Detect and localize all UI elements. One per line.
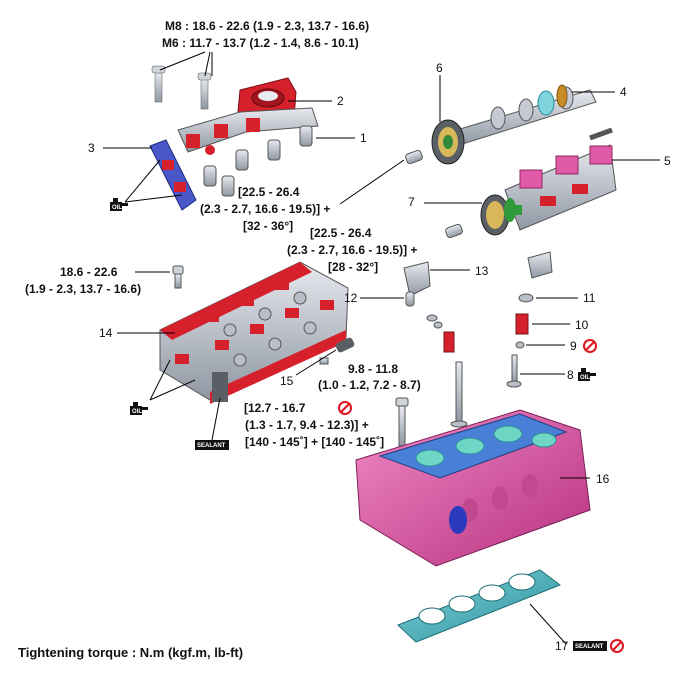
footer-tightening-torque: Tightening torque : N.m (kgf.m, lb-ft) — [18, 645, 243, 660]
sealant-tube-icon: SEALANT — [195, 440, 229, 450]
callout-3: 3 — [88, 141, 95, 155]
part-4-sensor-wheel — [556, 84, 568, 108]
no-reuse-icon — [583, 339, 597, 353]
torque-m8-text: M8 : 18.6 - 22.6 (1.9 - 2.3, 13.7 - 16.6… — [165, 19, 369, 33]
part-17-head-gasket — [397, 569, 562, 643]
callout-14: 14 — [99, 326, 113, 340]
callout-7: 7 — [408, 195, 415, 209]
callout-9: 9 — [570, 339, 577, 353]
torque-carrier-bolt-line2: (1.9 - 2.3, 13.7 - 16.6) — [25, 282, 141, 296]
part-16-cylinder-head — [355, 409, 591, 567]
part-rocker-right — [527, 251, 553, 279]
part-11-retainer — [518, 293, 534, 303]
svg-text:SEALANT: SEALANT — [197, 443, 226, 449]
callout-1: 1 — [360, 131, 367, 145]
oil-can-icon: OIL — [110, 198, 128, 211]
part-14-cam-carrier — [159, 261, 349, 404]
torque-head-bolt-line1: [12.7 - 16.7 — [244, 401, 306, 415]
no-reuse-icon — [610, 639, 624, 653]
part-3-bearing-cap-blue — [149, 139, 197, 211]
svg-text:SEALANT: SEALANT — [575, 644, 604, 650]
callout-10: 10 — [575, 318, 589, 332]
part-13-rocker-arm — [403, 261, 431, 297]
callout-5: 5 — [664, 154, 671, 168]
torque-sprocket-2-line2: (2.3 - 2.7, 16.6 - 19.5)] + — [287, 243, 417, 257]
callout-16: 16 — [596, 472, 610, 486]
cylinder-head-bolt — [395, 397, 409, 447]
svg-text:OIL: OIL — [580, 375, 590, 381]
torque-head-bolt-line3: [140 - 145˚] + [140 - 145˚] — [245, 435, 384, 449]
sprocket-bolt-upper — [405, 149, 423, 165]
part-8-valve — [506, 354, 522, 388]
oil-can-icon: OIL — [130, 402, 148, 415]
callout-12: 12 — [344, 291, 358, 305]
torque-head-bolt-line2: (1.3 - 1.7, 9.4 - 12.3)] + — [245, 418, 369, 432]
callout-13: 13 — [475, 264, 489, 278]
callout-8: 8 — [567, 368, 574, 382]
part-9-valve-seal — [515, 341, 525, 349]
callout-17: 17 — [555, 639, 569, 653]
part-12-lash-adjuster — [405, 291, 415, 307]
callout-6: 6 — [436, 61, 443, 75]
callout-2: 2 — [337, 94, 344, 108]
part-1-bearing-caps — [177, 107, 319, 197]
torque-sprocket-1-line3: [32 - 36°] — [243, 219, 293, 233]
carrier-bolt — [172, 265, 184, 289]
svg-text:OIL: OIL — [112, 205, 122, 211]
torque-sprocket-2-line3: [28 - 32°] — [328, 260, 378, 274]
torque-sprocket-1-line2: (2.3 - 2.7, 16.6 - 19.5)] + — [200, 202, 330, 216]
callout-15: 15 — [280, 374, 294, 388]
oil-can-icon: OIL — [578, 368, 596, 381]
no-reuse-icon — [338, 401, 352, 415]
torque-m6-text: M6 : 11.7 - 13.7 (1.2 - 1.4, 8.6 - 10.1) — [162, 36, 359, 50]
callout-4: 4 — [620, 85, 627, 99]
torque-sprocket-2-line1: [22.5 - 26.4 — [310, 226, 372, 240]
torque-sensor-line2: (1.0 - 1.2, 7.2 - 8.7) — [318, 378, 421, 392]
torque-sensor-line1: 9.8 - 11.8 — [348, 362, 398, 376]
callout-11: 11 — [583, 291, 596, 305]
bolts-m8-m6 — [151, 65, 212, 110]
sealant-tube-icon: SEALANT — [573, 641, 607, 651]
valve-assembly-intake — [426, 314, 468, 428]
torque-carrier-bolt-line1: 18.6 - 22.6 — [60, 265, 118, 279]
part-6-intake-camshaft — [431, 86, 597, 165]
torque-sprocket-1-line1: [22.5 - 26.4 — [238, 185, 300, 199]
sprocket-bolt-lower — [445, 223, 463, 239]
svg-text:OIL: OIL — [132, 409, 142, 415]
part-5-exhaust-camshaft-assembly — [504, 127, 617, 231]
part-7-cam-sprocket — [480, 194, 516, 236]
part-10-valve-spring — [515, 313, 529, 335]
